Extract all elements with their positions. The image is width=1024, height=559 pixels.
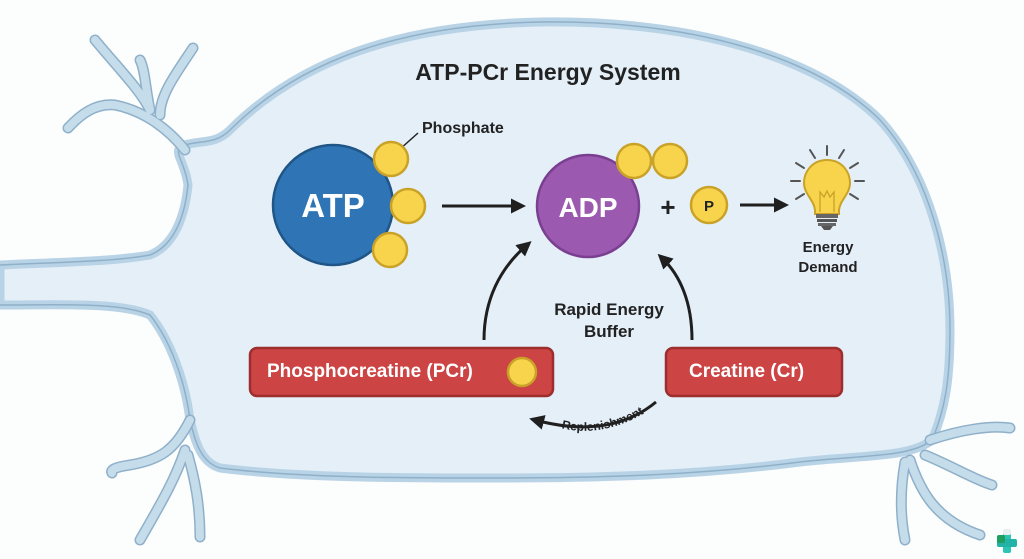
adp-label: ADP (558, 192, 617, 223)
dendrites (62, 34, 1016, 546)
energy-demand-label-line2: Demand (798, 259, 857, 276)
arrow-pcr-to-adp (482, 241, 532, 341)
pcr-box (248, 346, 555, 398)
diagram-title: ATP-PCr Energy System (415, 59, 680, 85)
adp-phosphate-1 (615, 142, 653, 180)
adp-phosphate-2 (651, 142, 689, 180)
energy-demand-label-line1: Energy (803, 239, 855, 256)
pcr-box-label: Phosphocreatine (PCr) (267, 361, 473, 382)
atp-phosphate-1 (372, 140, 410, 178)
replenishment-arrow (529, 400, 657, 430)
lightbulb-icon (790, 145, 865, 230)
free-phosphate-circle (689, 185, 729, 225)
buffer-label-line1: Rapid Energy (554, 300, 664, 319)
plus-sign: + (660, 192, 675, 222)
phosphate-callout-label: Phosphate (422, 120, 504, 137)
adp-circle (535, 153, 641, 259)
atp-molecule: ATP (271, 140, 427, 269)
pcr-phosphate (506, 356, 538, 388)
free-phosphate: P (689, 185, 729, 225)
atp-label: ATP (301, 187, 365, 224)
atp-phosphate-2 (389, 187, 427, 225)
arrow-cr-to-adp (657, 253, 694, 341)
plus-logo-icon (997, 529, 1017, 553)
adp-molecule: ADP (535, 142, 689, 259)
buffer-label-line2: Buffer (584, 322, 634, 341)
free-phosphate-label: P (704, 198, 714, 215)
cr-box-label: Creatine (Cr) (689, 361, 805, 382)
cr-box (664, 346, 844, 398)
atp-phosphate-3 (371, 231, 409, 269)
